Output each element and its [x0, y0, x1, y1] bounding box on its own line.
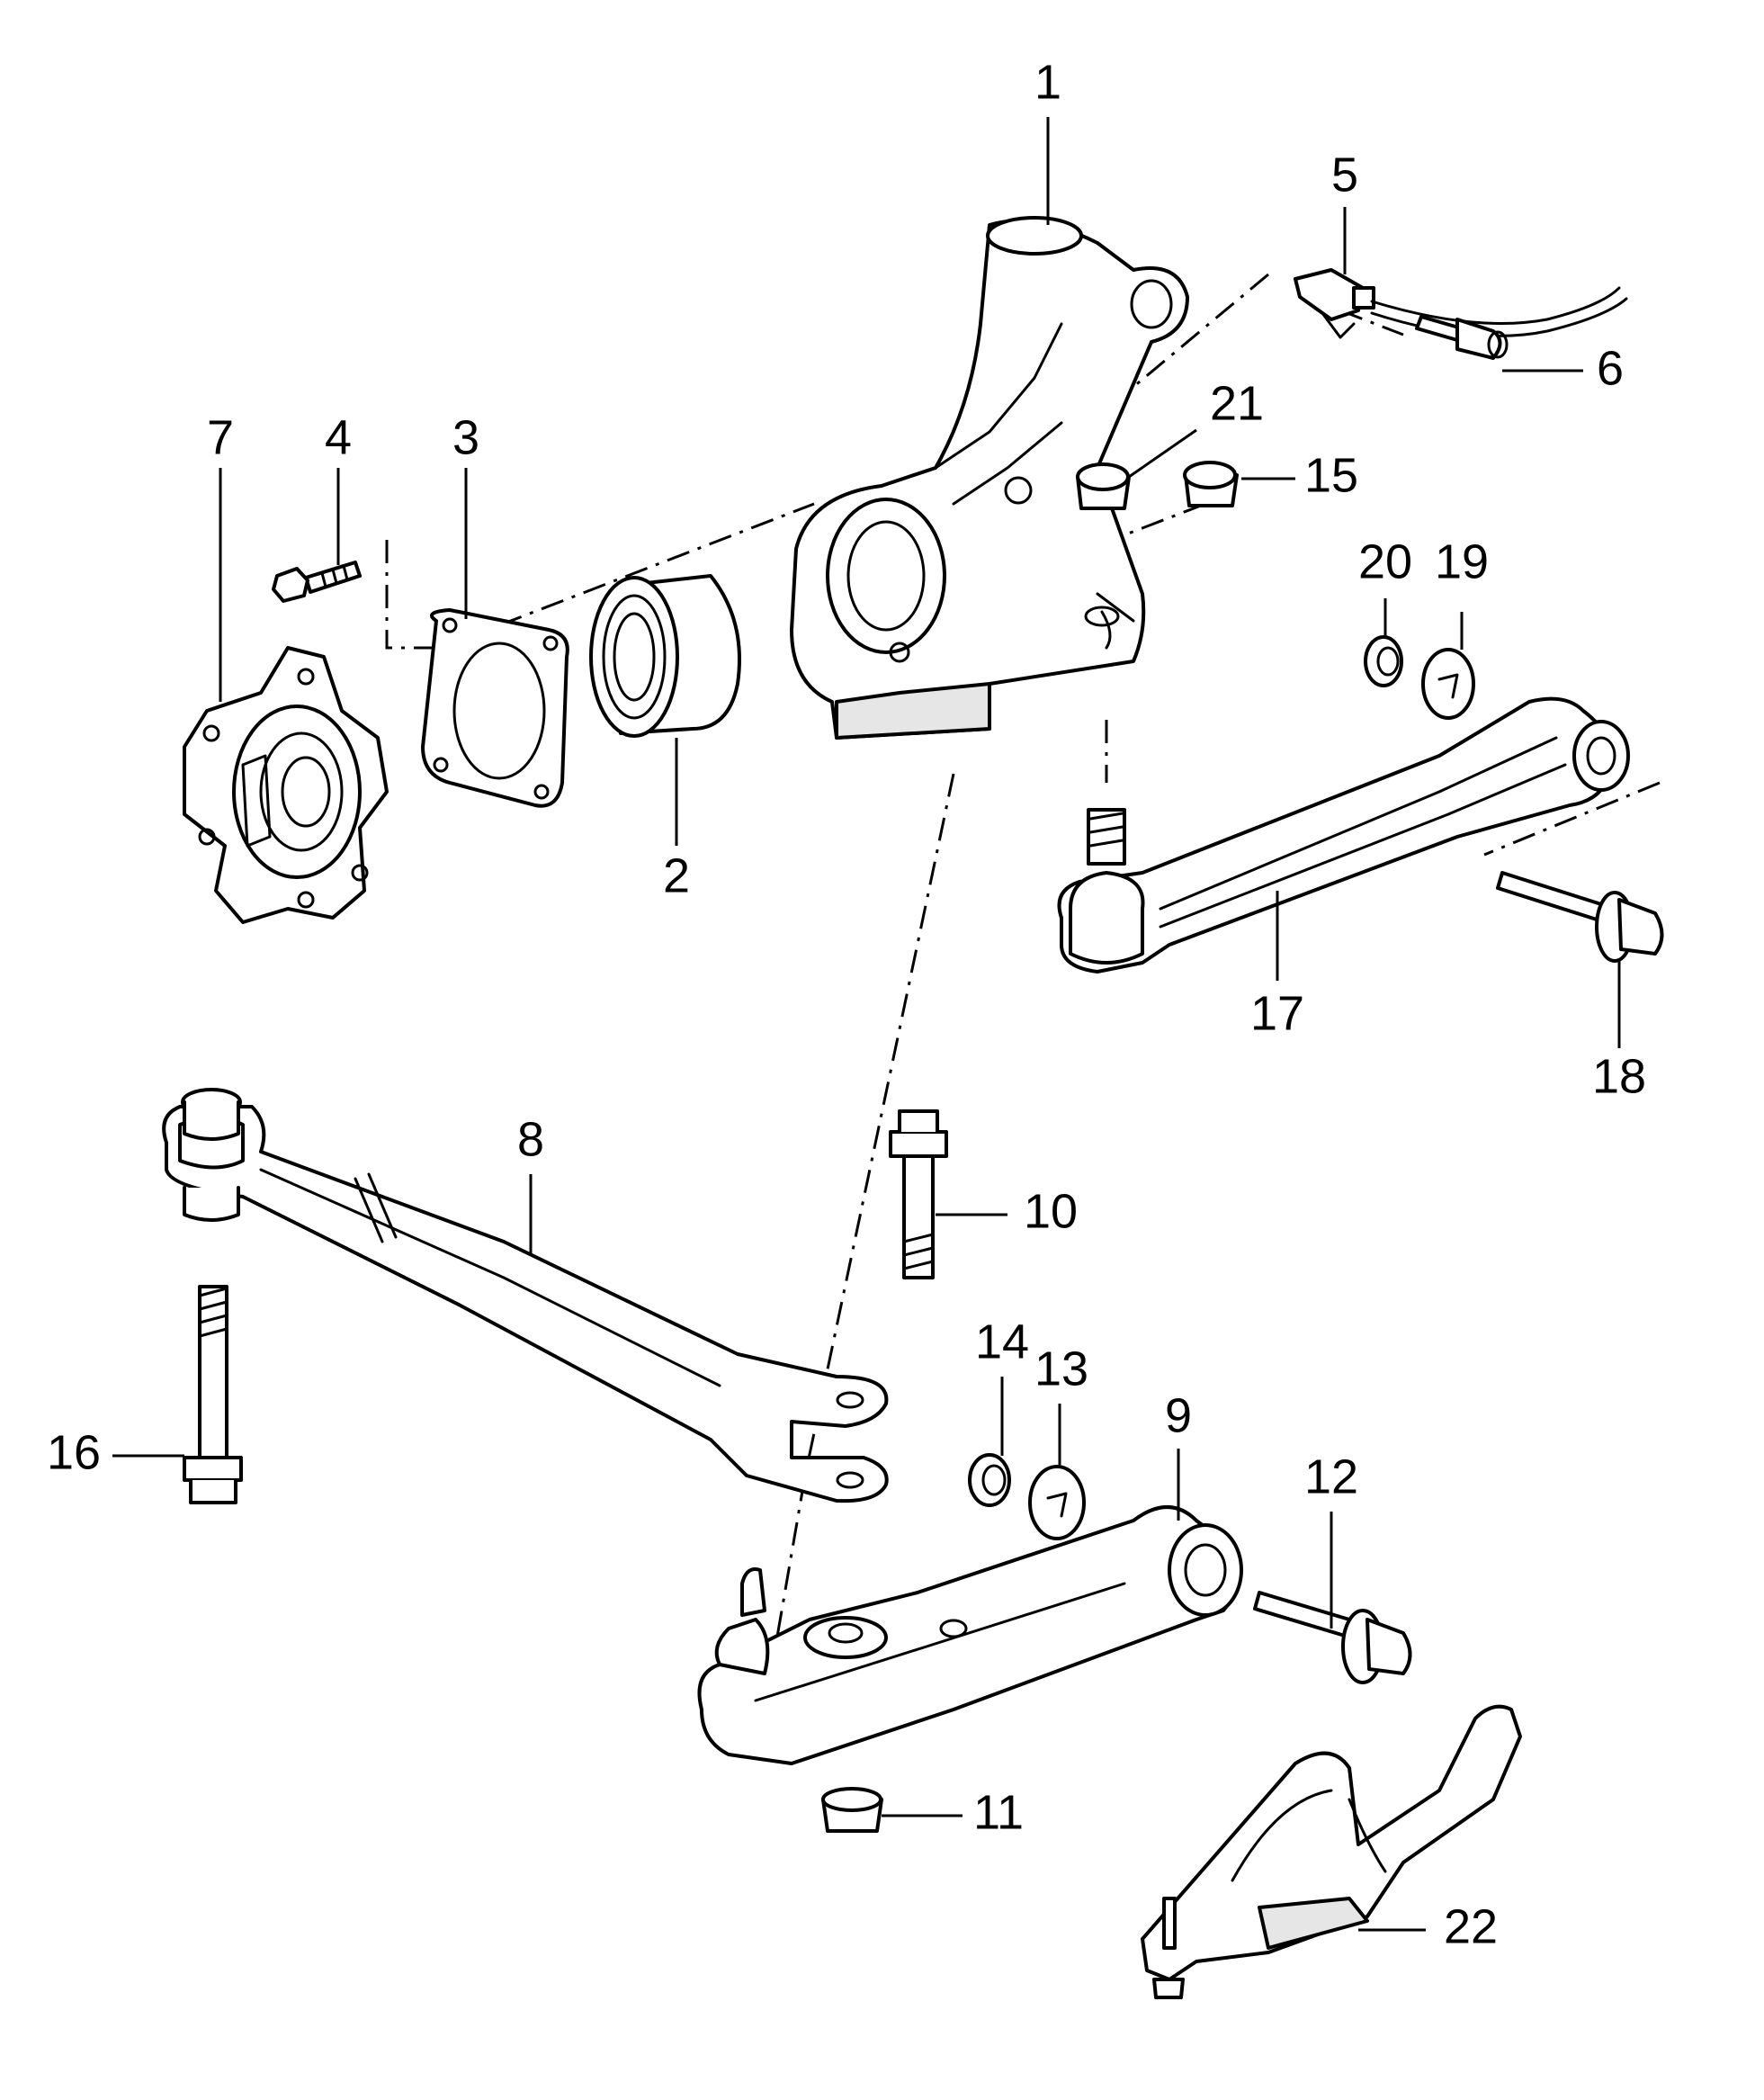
callout-11: 11	[973, 1785, 1024, 1839]
leader-lines	[112, 117, 1621, 1932]
callout-6: 6	[1597, 341, 1624, 395]
callout-7: 7	[207, 410, 234, 464]
callout-17: 17	[1250, 986, 1304, 1040]
bolt-part-16	[183, 1285, 243, 1504]
callout-3: 3	[452, 410, 479, 464]
callout-19: 19	[1435, 534, 1489, 588]
callout-8: 8	[517, 1112, 544, 1166]
assembly-line-sensor-knuckle	[1079, 273, 1269, 434]
callout-16: 16	[47, 1425, 101, 1479]
callout-1: 1	[1034, 55, 1061, 109]
bolt-part-18	[1496, 871, 1664, 963]
upper-control-arm	[1057, 696, 1630, 974]
assembly-lines	[385, 273, 1661, 1710]
tie-arm	[162, 1088, 889, 1503]
sensor-bolt	[1415, 315, 1509, 360]
washer-part-19	[1421, 648, 1475, 720]
bracket-part-22	[1141, 1704, 1522, 1999]
nut-part-21	[1076, 462, 1131, 510]
bolt-part-12	[1253, 1591, 1412, 1684]
callout-22: 22	[1444, 1899, 1498, 1953]
washer-part-13	[1028, 1465, 1086, 1540]
callout-15: 15	[1304, 448, 1358, 502]
callout-13: 13	[1034, 1342, 1088, 1396]
callout-10: 10	[1024, 1184, 1078, 1238]
callout-18: 18	[1592, 1049, 1646, 1103]
callout-4: 4	[325, 410, 352, 464]
nut-part-14	[968, 1453, 1011, 1507]
callout-5: 5	[1331, 148, 1358, 202]
assembly-line-bolt18	[1483, 781, 1661, 857]
nut-part-11	[821, 1787, 883, 1833]
wheel-bearing	[589, 574, 741, 738]
lower-control-arm	[697, 1505, 1243, 1765]
bolt-part-4	[272, 561, 362, 603]
assembly-line-knuckle-balljoint	[763, 773, 955, 1710]
leader-21	[1128, 428, 1197, 479]
wheel-hub	[183, 646, 389, 924]
callout-20: 20	[1358, 534, 1412, 588]
callout-21: 21	[1210, 376, 1264, 430]
assembly-line-bolt4-flange	[385, 502, 815, 650]
callout-14: 14	[975, 1315, 1029, 1369]
cover-plate	[421, 608, 569, 808]
wheel-carrier	[790, 216, 1189, 740]
callout-2: 2	[663, 848, 690, 902]
bolt-part-10	[889, 1109, 948, 1279]
callout-9: 9	[1165, 1388, 1192, 1442]
callout-12: 12	[1304, 1449, 1358, 1503]
nut-part-15	[1183, 461, 1239, 507]
nut-part-20	[1364, 635, 1403, 687]
callout-labels: 1 2 3 4 5 6 7 8 9 10 11 12 13 14 15 16 1…	[47, 55, 1646, 1953]
